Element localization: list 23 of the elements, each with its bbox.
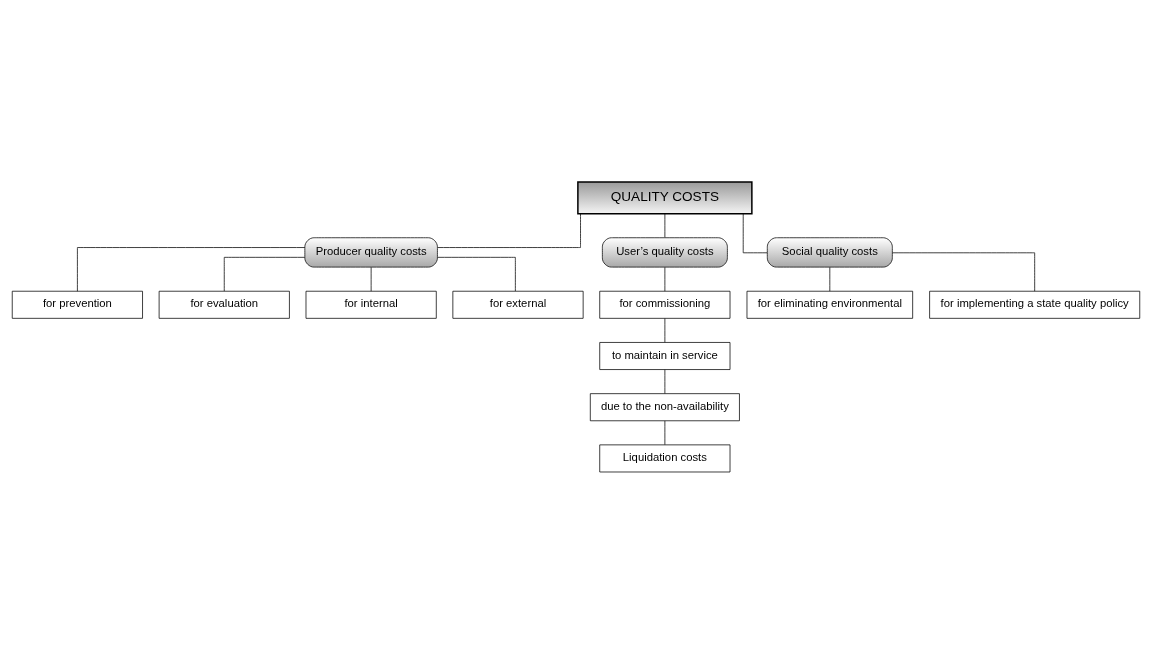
node-box: Social quality costs (766, 237, 893, 268)
node-box: for external (452, 290, 584, 319)
connector (664, 213, 666, 238)
node-box: User’s quality costs (602, 237, 728, 268)
connector (437, 256, 516, 292)
node-box: for commissioning (599, 290, 731, 319)
connector (892, 252, 1036, 292)
node-box: to maintain in service (599, 342, 731, 370)
node-box: for prevention (11, 290, 143, 319)
node-box: for implementing a state quality policy (929, 290, 1141, 319)
connector (664, 369, 666, 394)
connector (742, 213, 768, 254)
connector (223, 256, 306, 292)
node-box: QUALITY COSTS (577, 181, 753, 215)
connector (437, 213, 581, 248)
node-box: for eliminating environmental (746, 290, 914, 319)
node-box: Producer quality costs (304, 237, 438, 268)
node-box: for internal (305, 290, 437, 319)
node-box: for evaluation (158, 290, 290, 319)
node-box: due to the non-availability (589, 393, 740, 422)
connector (77, 247, 306, 292)
node-box: Liquidation costs (599, 444, 731, 473)
connector (664, 318, 666, 343)
